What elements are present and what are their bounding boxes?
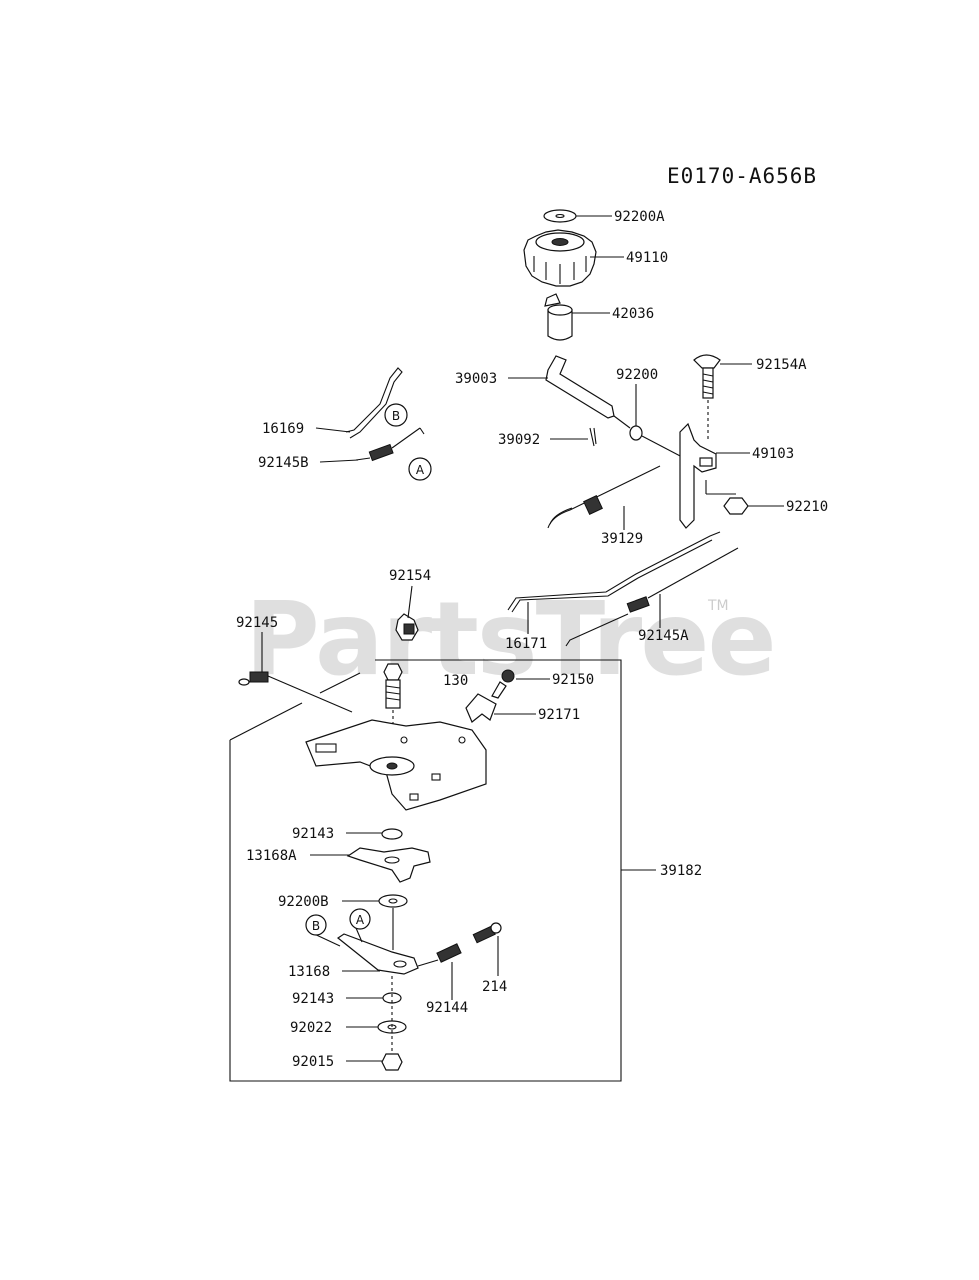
diagram-code: E0170-A656B [667, 164, 818, 188]
spring-92145a [565, 547, 739, 647]
circle-marker-b-upper: B [384, 403, 408, 427]
part-label: 92200B [278, 894, 329, 910]
svg-text:A: A [356, 913, 365, 927]
spring-92145b [355, 427, 425, 462]
part-label: 92144 [426, 1000, 468, 1016]
lever-49103 [679, 422, 717, 529]
screw-92150 [491, 669, 515, 699]
watermark-trademark: TM [708, 598, 729, 614]
part-label: 92022 [290, 1020, 332, 1036]
clamp-92171 [465, 693, 497, 723]
circle-marker-a-lower: A [349, 908, 371, 930]
pin-39092 [589, 427, 597, 447]
part-label: 92210 [786, 499, 828, 515]
nut-92210 [705, 480, 749, 515]
part-label: 92143 [292, 991, 334, 1007]
part-label: 214 [482, 979, 507, 995]
shaft-42036 [544, 293, 573, 341]
bolt-130 [383, 663, 403, 760]
part-label: 92154A [756, 357, 807, 373]
part-label: 16169 [262, 421, 304, 437]
part-label: 130 [443, 673, 468, 689]
cable-39129 [547, 465, 661, 529]
svg-text:A: A [416, 463, 425, 477]
subassembly-box [229, 659, 622, 1082]
part-label: 39182 [660, 863, 702, 879]
control-bracket [305, 719, 487, 811]
part-label: 39129 [601, 531, 643, 547]
part-label: 92150 [552, 672, 594, 688]
part-label: 92145A [638, 628, 689, 644]
nut-92015 [381, 1053, 403, 1071]
part-label: 13168 [288, 964, 330, 980]
part-label: 49103 [752, 446, 794, 462]
gear-49110 [523, 229, 597, 287]
spring-16169 [345, 367, 403, 439]
screw-214 [472, 922, 502, 944]
washer-92200 [629, 425, 643, 441]
lever-13168 [336, 933, 419, 975]
washer-92143-upper [381, 828, 403, 840]
spring-92144 [417, 943, 462, 967]
svg-text:B: B [312, 919, 320, 933]
part-label: 42036 [612, 306, 654, 322]
part-labels: 92200A 49110 42036 39003 92200 92154A 16… [236, 209, 828, 1070]
bolt-92154 [395, 613, 419, 641]
part-label: 39003 [455, 371, 497, 387]
leader-lines [261, 215, 784, 1062]
part-label: 13168A [246, 848, 297, 864]
part-label: 92145 [236, 615, 278, 631]
part-label: 49110 [626, 250, 668, 266]
washer-92200a [543, 209, 577, 223]
part-label: 16171 [505, 636, 547, 652]
part-label: 92145B [258, 455, 309, 471]
part-label: 92200 [616, 367, 658, 383]
shaft-39003 [545, 355, 615, 419]
svg-text:B: B [392, 409, 400, 423]
washer-92200b [378, 894, 408, 908]
spring-92145 [238, 671, 353, 713]
part-label: 92015 [292, 1054, 334, 1070]
rod-16171 [507, 531, 721, 611]
bolt-92154a [693, 354, 721, 440]
part-label: 92200A [614, 209, 665, 225]
part-label: 92171 [538, 707, 580, 723]
part-label: 92154 [389, 568, 431, 584]
part-label: 92143 [292, 826, 334, 842]
lever-13168a [346, 847, 431, 883]
circle-marker-a-upper: A [408, 457, 432, 481]
part-label: 39092 [498, 432, 540, 448]
circle-marker-b-lower: B [305, 914, 327, 936]
